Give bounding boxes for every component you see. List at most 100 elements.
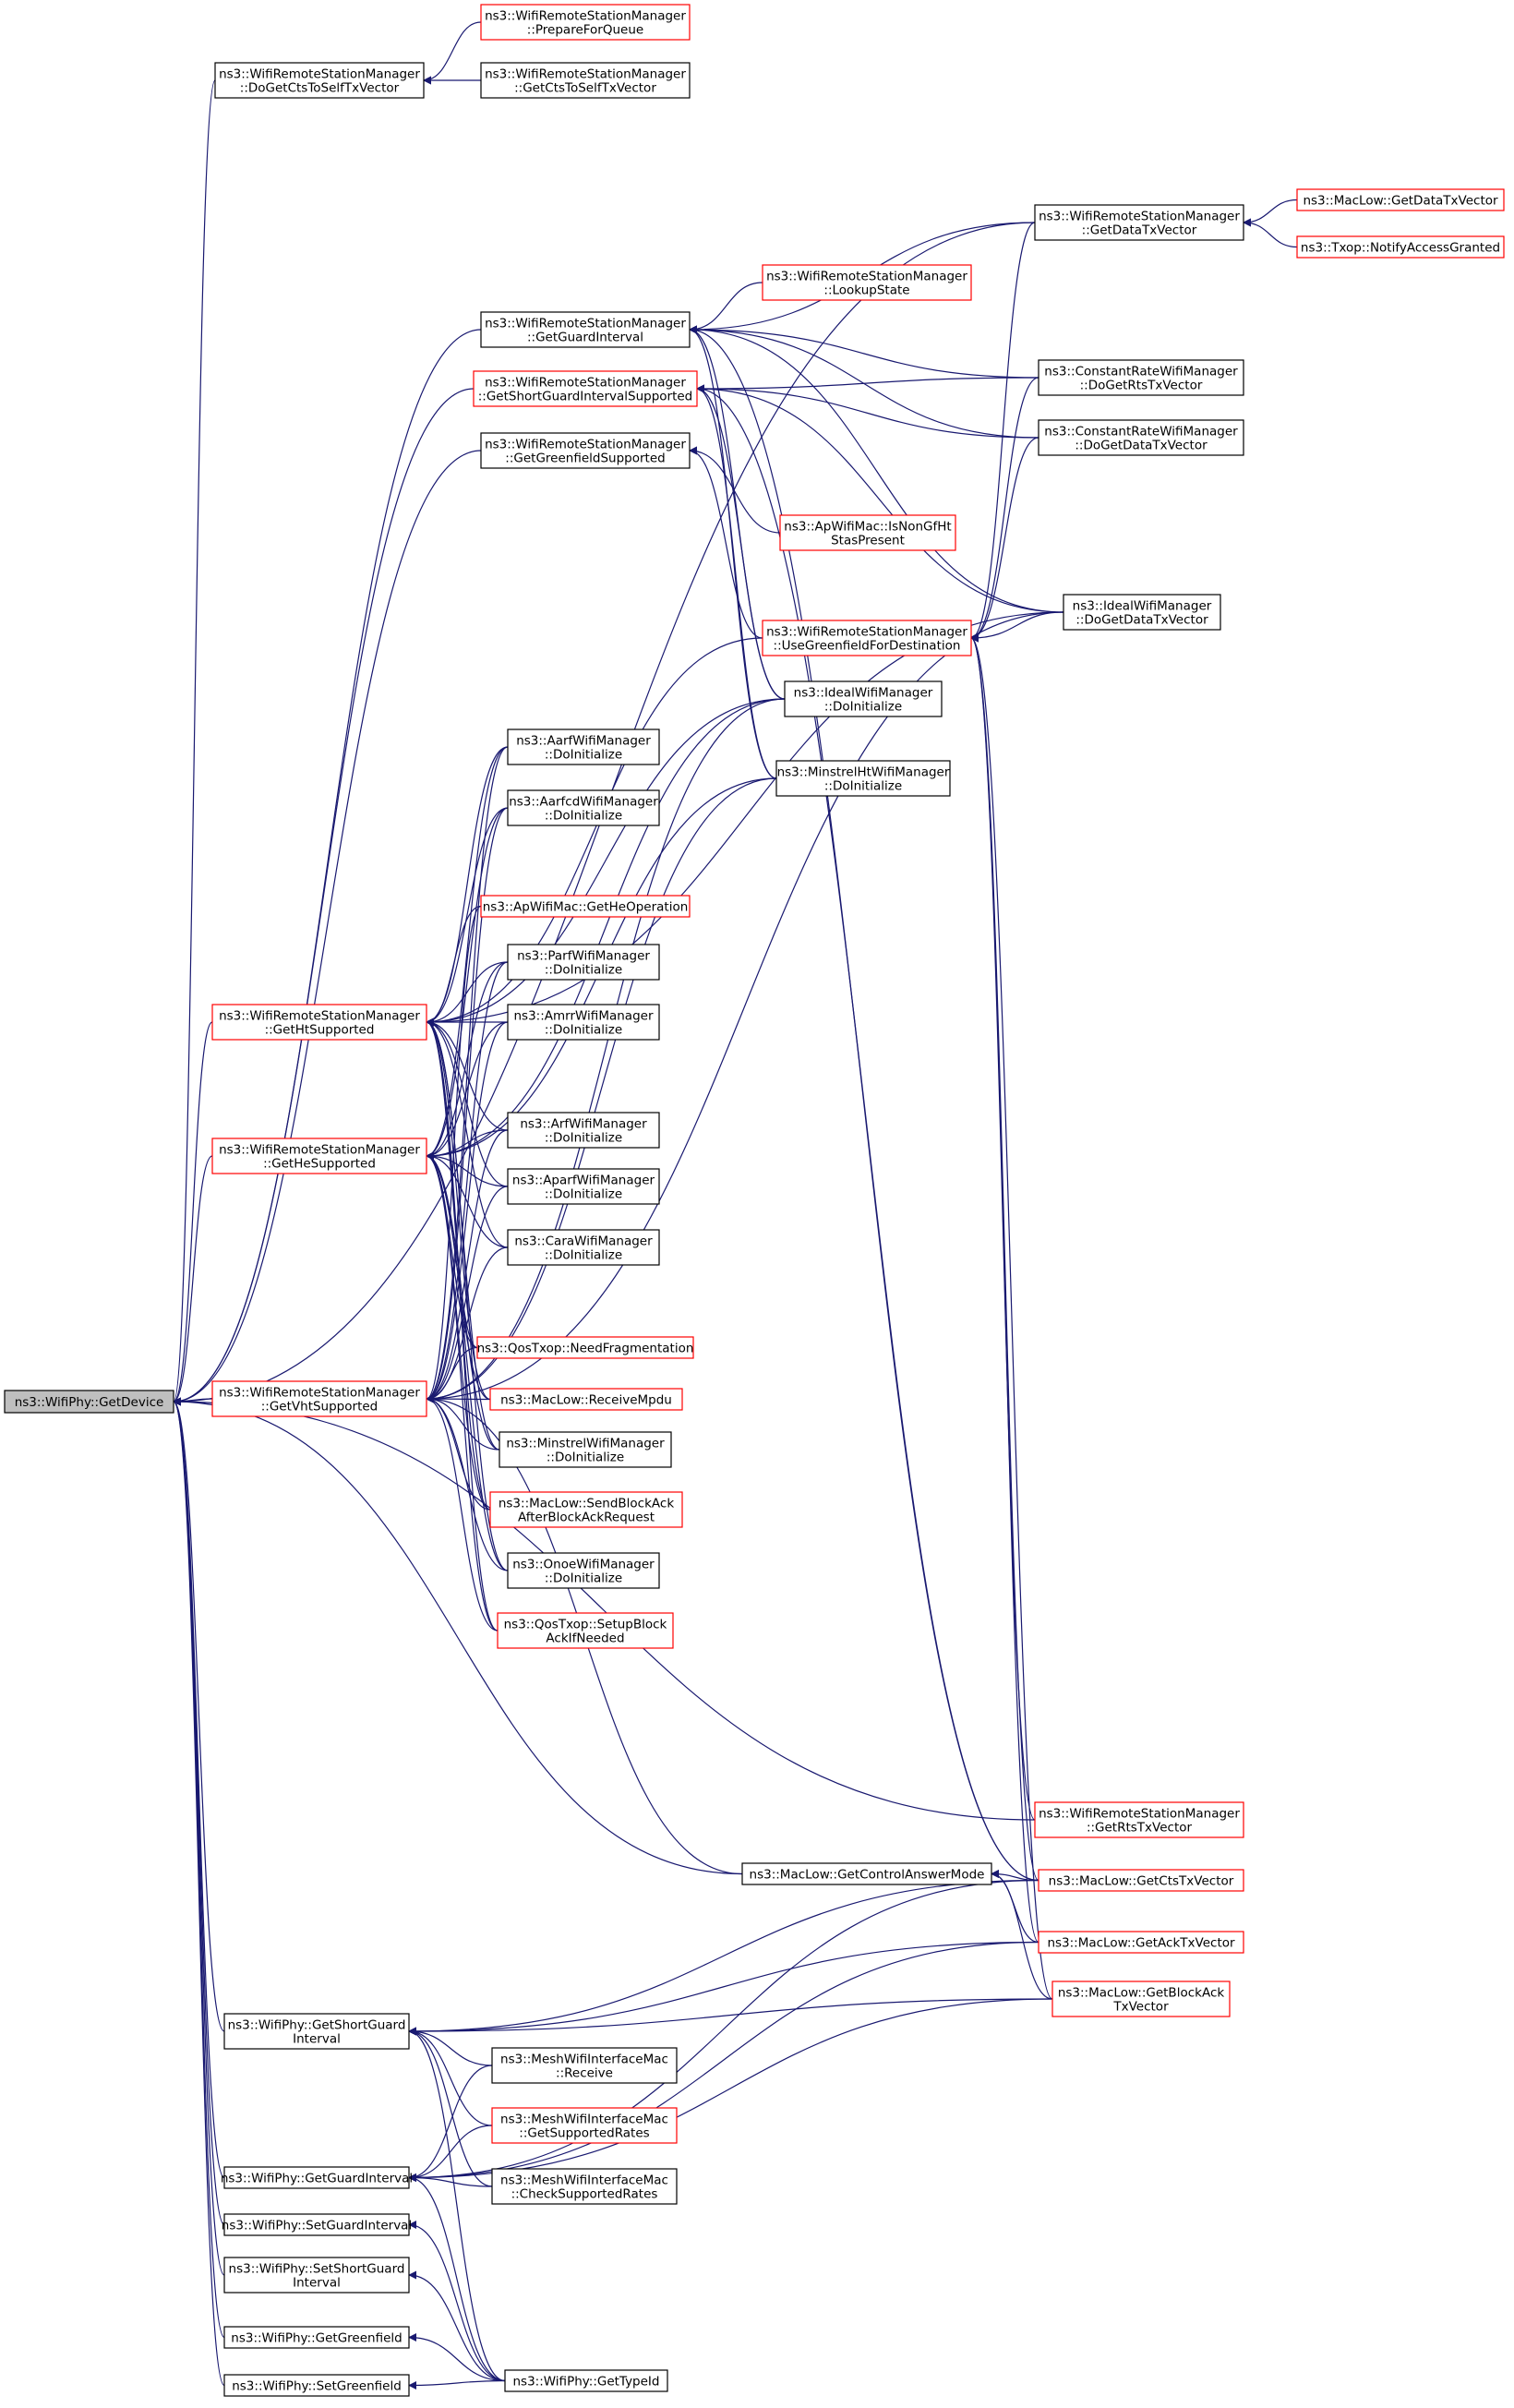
node-box-phy-gettypeid[interactable] bbox=[504, 2369, 668, 2392]
node-box-mesh-getsupported[interactable] bbox=[491, 2107, 678, 2144]
node-box-phy-getgreenfield[interactable] bbox=[223, 2326, 410, 2349]
node-box-minstrel-doinit[interactable] bbox=[499, 1431, 672, 1468]
node-arf-doinit[interactable]: ns3::ArfWifiManager::DoInitialize bbox=[507, 1112, 660, 1149]
node-sendblockack[interactable]: ns3::MacLow::SendBlockAckAfterBlockAckRe… bbox=[489, 1491, 683, 1528]
node-phy-setgreenfield[interactable]: ns3::WifiPhy::SetGreenfield bbox=[223, 2374, 410, 2397]
node-box-getblockacktx[interactable] bbox=[1051, 1981, 1231, 2017]
node-getguardinterval[interactable]: ns3::WifiRemoteStationManager::GetGuardI… bbox=[480, 311, 691, 348]
node-box-phy-getshortgi[interactable] bbox=[223, 2013, 410, 2050]
node-box-cr-dogetrts[interactable] bbox=[1038, 359, 1244, 396]
node-usegreenfield[interactable]: ns3::WifiRemoteStationManager::UseGreenf… bbox=[762, 620, 972, 656]
node-box-getguardinterval[interactable] bbox=[480, 311, 691, 348]
node-aparf-doinit[interactable]: ns3::AparfWifiManager::DoInitialize bbox=[507, 1168, 660, 1205]
node-ideal-doinit[interactable]: ns3::IdealWifiManager::DoInitialize bbox=[784, 680, 943, 717]
node-mesh-checksupported[interactable]: ns3::MeshWifiInterfaceMac::CheckSupporte… bbox=[491, 2168, 678, 2205]
node-cr-dogetdata[interactable]: ns3::ConstantRateWifiManager::DoGetDataT… bbox=[1038, 419, 1244, 456]
node-getshortgi[interactable]: ns3::WifiRemoteStationManager::GetShortG… bbox=[473, 370, 698, 407]
node-getdevice[interactable]: ns3::WifiPhy::GetDevice bbox=[4, 1390, 174, 1414]
node-getcontrolanswer[interactable]: ns3::MacLow::GetControlAnswerMode bbox=[741, 1862, 992, 1885]
node-aarfcd-doinit[interactable]: ns3::AarfcdWifiManager::DoInitialize bbox=[507, 789, 660, 826]
node-box-setupblockack[interactable] bbox=[497, 1612, 674, 1649]
node-box-getcontrolanswer[interactable] bbox=[741, 1862, 992, 1885]
node-needfrag[interactable]: ns3::QosTxop::NeedFragmentation bbox=[476, 1336, 694, 1359]
node-box-aarfcd-doinit[interactable] bbox=[507, 789, 660, 826]
node-box-notifyaccess[interactable] bbox=[1296, 235, 1505, 259]
node-getrtstx[interactable]: ns3::WifiRemoteStationManager::GetRtsTxV… bbox=[1034, 1801, 1244, 1838]
node-box-getrtstx[interactable] bbox=[1034, 1801, 1244, 1838]
node-box-mac-getdatatx[interactable] bbox=[1296, 188, 1505, 211]
node-box-aarf-doinit[interactable] bbox=[507, 728, 660, 765]
node-box-usegreenfield[interactable] bbox=[762, 620, 972, 656]
node-phy-getshortgi[interactable]: ns3::WifiPhy::GetShortGuardInterval bbox=[223, 2013, 410, 2050]
node-box-gethtsupported[interactable] bbox=[211, 1004, 427, 1041]
node-getctstoself[interactable]: ns3::WifiRemoteStationManager::GetCtsToS… bbox=[480, 62, 691, 99]
node-box-lookupstate[interactable] bbox=[762, 264, 972, 301]
node-box-arf-doinit[interactable] bbox=[507, 1112, 660, 1149]
node-onoe-doinit[interactable]: ns3::OnoeWifiManager::DoInitialize bbox=[507, 1552, 660, 1589]
node-phy-getgreenfield[interactable]: ns3::WifiPhy::GetGreenfield bbox=[223, 2326, 410, 2349]
node-mesh-getsupported[interactable]: ns3::MeshWifiInterfaceMac::GetSupportedR… bbox=[491, 2107, 678, 2144]
node-box-getshortgi[interactable] bbox=[473, 370, 698, 407]
node-getctstx[interactable]: ns3::MacLow::GetCtsTxVector bbox=[1038, 1869, 1244, 1892]
node-dogetcts[interactable]: ns3::WifiRemoteStationManager::DoGetCtsT… bbox=[214, 62, 425, 99]
node-box-cr-dogetdata[interactable] bbox=[1038, 419, 1244, 456]
node-box-receivempdu[interactable] bbox=[489, 1388, 683, 1411]
node-cara-doinit[interactable]: ns3::CaraWifiManager::DoInitialize bbox=[507, 1229, 660, 1266]
node-box-dogetcts[interactable] bbox=[214, 62, 425, 99]
node-box-ideal-doinit[interactable] bbox=[784, 680, 943, 717]
node-box-phy-setshortgi[interactable] bbox=[223, 2257, 410, 2294]
node-box-getdatatxvector[interactable] bbox=[1034, 204, 1244, 241]
node-minstrel-doinit[interactable]: ns3::MinstrelWifiManager::DoInitialize bbox=[499, 1431, 672, 1468]
node-cr-dogetrts[interactable]: ns3::ConstantRateWifiManager::DoGetRtsTx… bbox=[1038, 359, 1244, 396]
node-notifyaccess[interactable]: ns3::Txop::NotifyAccessGranted bbox=[1296, 235, 1505, 259]
node-box-getacktx[interactable] bbox=[1038, 1931, 1244, 1954]
node-box-getgreenfield[interactable] bbox=[480, 432, 691, 469]
node-box-mesh-checksupported[interactable] bbox=[491, 2168, 678, 2205]
node-minstrelht-doinit[interactable]: ns3::MinstrelHtWifiManager::DoInitialize bbox=[775, 760, 951, 797]
node-box-phy-setgreenfield[interactable] bbox=[223, 2374, 410, 2397]
node-box-amrr-doinit[interactable] bbox=[507, 1004, 660, 1041]
node-phy-gettypeid[interactable]: ns3::WifiPhy::GetTypeId bbox=[504, 2369, 668, 2392]
node-box-needfrag[interactable] bbox=[476, 1336, 694, 1359]
node-mesh-receive[interactable]: ns3::MeshWifiInterfaceMac::Receive bbox=[491, 2047, 678, 2084]
node-getvhtsupported[interactable]: ns3::WifiRemoteStationManager::GetVhtSup… bbox=[211, 1380, 427, 1417]
node-box-getheoperation[interactable] bbox=[480, 895, 691, 918]
node-lookupstate[interactable]: ns3::WifiRemoteStationManager::LookupSta… bbox=[762, 264, 972, 301]
node-amrr-doinit[interactable]: ns3::AmrrWifiManager::DoInitialize bbox=[507, 1004, 660, 1041]
node-getgreenfield[interactable]: ns3::WifiRemoteStationManager::GetGreenf… bbox=[480, 432, 691, 469]
node-box-getctstx[interactable] bbox=[1038, 1869, 1244, 1892]
node-box-aparf-doinit[interactable] bbox=[507, 1168, 660, 1205]
node-box-getvhtsupported[interactable] bbox=[211, 1380, 427, 1417]
node-box-gethesupported[interactable] bbox=[211, 1138, 427, 1174]
node-box-getdevice[interactable] bbox=[4, 1390, 174, 1414]
node-gethtsupported[interactable]: ns3::WifiRemoteStationManager::GetHtSupp… bbox=[211, 1004, 427, 1041]
node-box-parf-doinit[interactable] bbox=[507, 944, 660, 981]
node-box-isnongf[interactable] bbox=[779, 514, 956, 551]
node-box-minstrelht-doinit[interactable] bbox=[775, 760, 951, 797]
node-box-getctstoself[interactable] bbox=[480, 62, 691, 99]
node-getdatatxvector[interactable]: ns3::WifiRemoteStationManager::GetDataTx… bbox=[1034, 204, 1244, 241]
node-box-cara-doinit[interactable] bbox=[507, 1229, 660, 1266]
node-box-ideal-dogetdata[interactable] bbox=[1063, 594, 1221, 631]
node-aarf-doinit[interactable]: ns3::AarfWifiManager::DoInitialize bbox=[507, 728, 660, 765]
node-mac-getdatatx[interactable]: ns3::MacLow::GetDataTxVector bbox=[1296, 188, 1505, 211]
node-phy-getgi[interactable]: ns3::WifiPhy::GetGuardInterval bbox=[221, 2166, 413, 2189]
node-prepareforqueue[interactable]: ns3::WifiRemoteStationManager::PrepareFo… bbox=[480, 4, 691, 41]
node-ideal-dogetdata[interactable]: ns3::IdealWifiManager::DoGetDataTxVector bbox=[1063, 594, 1221, 631]
node-parf-doinit[interactable]: ns3::ParfWifiManager::DoInitialize bbox=[507, 944, 660, 981]
node-phy-setgi[interactable]: ns3::WifiPhy::SetGuardInterval bbox=[222, 2213, 412, 2236]
node-receivempdu[interactable]: ns3::MacLow::ReceiveMpdu bbox=[489, 1388, 683, 1411]
node-getacktx[interactable]: ns3::MacLow::GetAckTxVector bbox=[1038, 1931, 1244, 1954]
node-box-phy-setgi[interactable] bbox=[223, 2213, 410, 2236]
node-getheoperation[interactable]: ns3::ApWifiMac::GetHeOperation bbox=[480, 895, 691, 918]
node-gethesupported[interactable]: ns3::WifiRemoteStationManager::GetHeSupp… bbox=[211, 1138, 427, 1174]
node-box-sendblockack[interactable] bbox=[489, 1491, 683, 1528]
node-box-phy-getgi[interactable] bbox=[223, 2166, 410, 2189]
node-box-onoe-doinit[interactable] bbox=[507, 1552, 660, 1589]
node-box-mesh-receive[interactable] bbox=[491, 2047, 678, 2084]
node-box-prepareforqueue[interactable] bbox=[480, 4, 691, 41]
